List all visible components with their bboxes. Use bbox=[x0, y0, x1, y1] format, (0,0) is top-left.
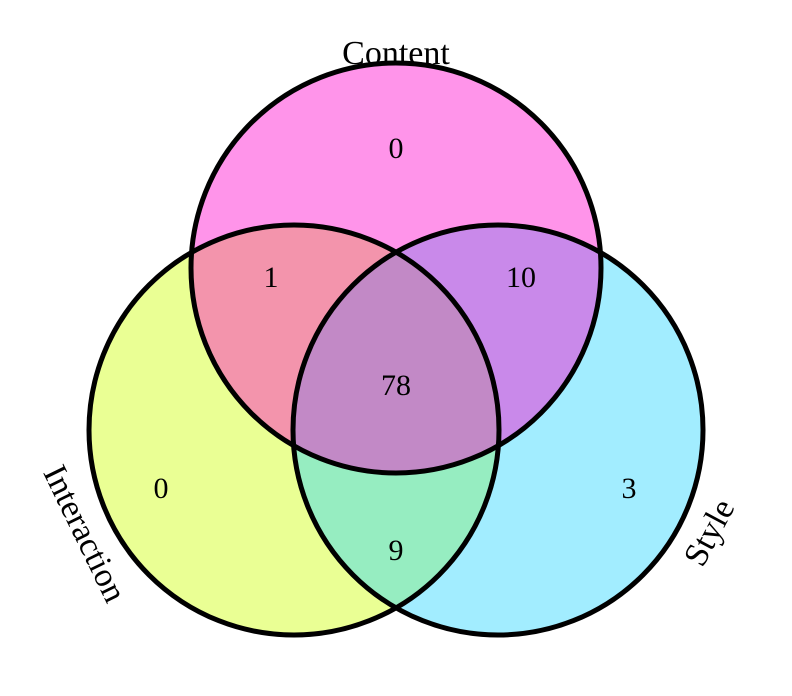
interaction-circle-outline bbox=[86, 222, 502, 638]
interaction-only-count: 0 bbox=[154, 472, 169, 505]
all-three-count: 78 bbox=[381, 369, 411, 402]
content-style-count: 10 bbox=[506, 261, 536, 294]
content-interaction-count: 1 bbox=[264, 261, 279, 294]
style-circle-outline bbox=[290, 222, 706, 638]
content-set-label: Content bbox=[342, 35, 450, 72]
style-only-count: 3 bbox=[622, 472, 637, 505]
content-set-circle bbox=[191, 63, 601, 473]
interaction-style-count: 9 bbox=[389, 534, 404, 567]
content-circle-outline bbox=[188, 60, 604, 476]
content-only-count: 0 bbox=[389, 132, 404, 165]
